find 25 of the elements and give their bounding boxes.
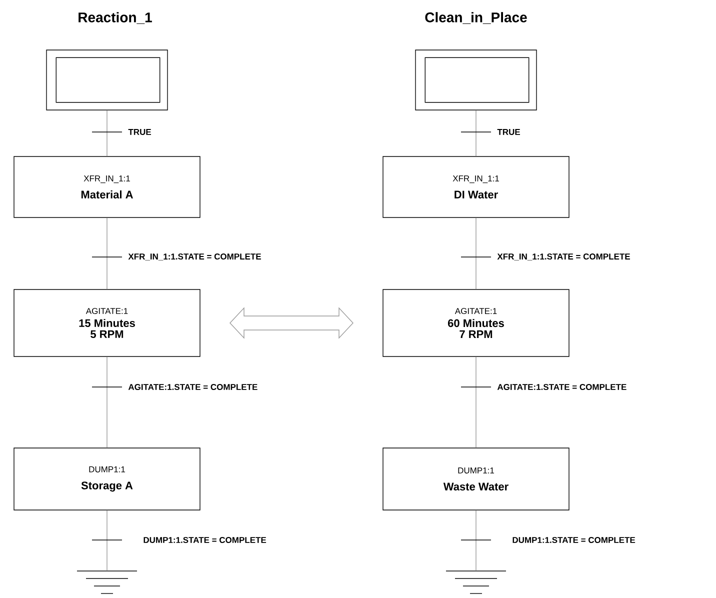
column-title: Reaction_1 [78, 12, 152, 24]
transition-condition: TRUE [128, 129, 151, 135]
step-box: DUMP1:1 Waste Water [382, 448, 570, 510]
transition-condition: XFR_IN_1:1.STATE = COMPLETE [128, 254, 261, 260]
step-box: DUMP1:1 Storage A [14, 448, 200, 510]
step-box: XFR_IN_1:1 Material A [14, 156, 200, 218]
column-title: Clean_in_Place [425, 12, 527, 24]
transition-condition: TRUE [497, 129, 520, 135]
step-box: AGITATE:1 15 Minutes 5 RPM [14, 289, 200, 357]
transition-condition: AGITATE:1.STATE = COMPLETE [128, 384, 258, 390]
flow-line [106, 510, 108, 572]
double-arrow [230, 307, 354, 339]
initial-step-box [46, 50, 168, 110]
initial-step-box [415, 50, 537, 110]
transition-condition: DUMP1:1.STATE = COMPLETE [512, 537, 636, 543]
flow-line [106, 218, 108, 290]
flow-line [106, 110, 108, 156]
ground-symbol [446, 570, 506, 594]
step-box: XFR_IN_1:1 DI Water [382, 156, 570, 218]
transition-condition: DUMP1:1.STATE = COMPLETE [144, 537, 266, 543]
transition-condition: AGITATE:1.STATE = COMPLETE [497, 384, 626, 390]
step-box: AGITATE:1 60 Minutes 7 RPM [382, 289, 570, 357]
transition-condition: XFR_IN_1:1.STATE = COMPLETE [497, 254, 630, 260]
flow-line [106, 356, 108, 448]
ground-symbol [76, 570, 138, 594]
